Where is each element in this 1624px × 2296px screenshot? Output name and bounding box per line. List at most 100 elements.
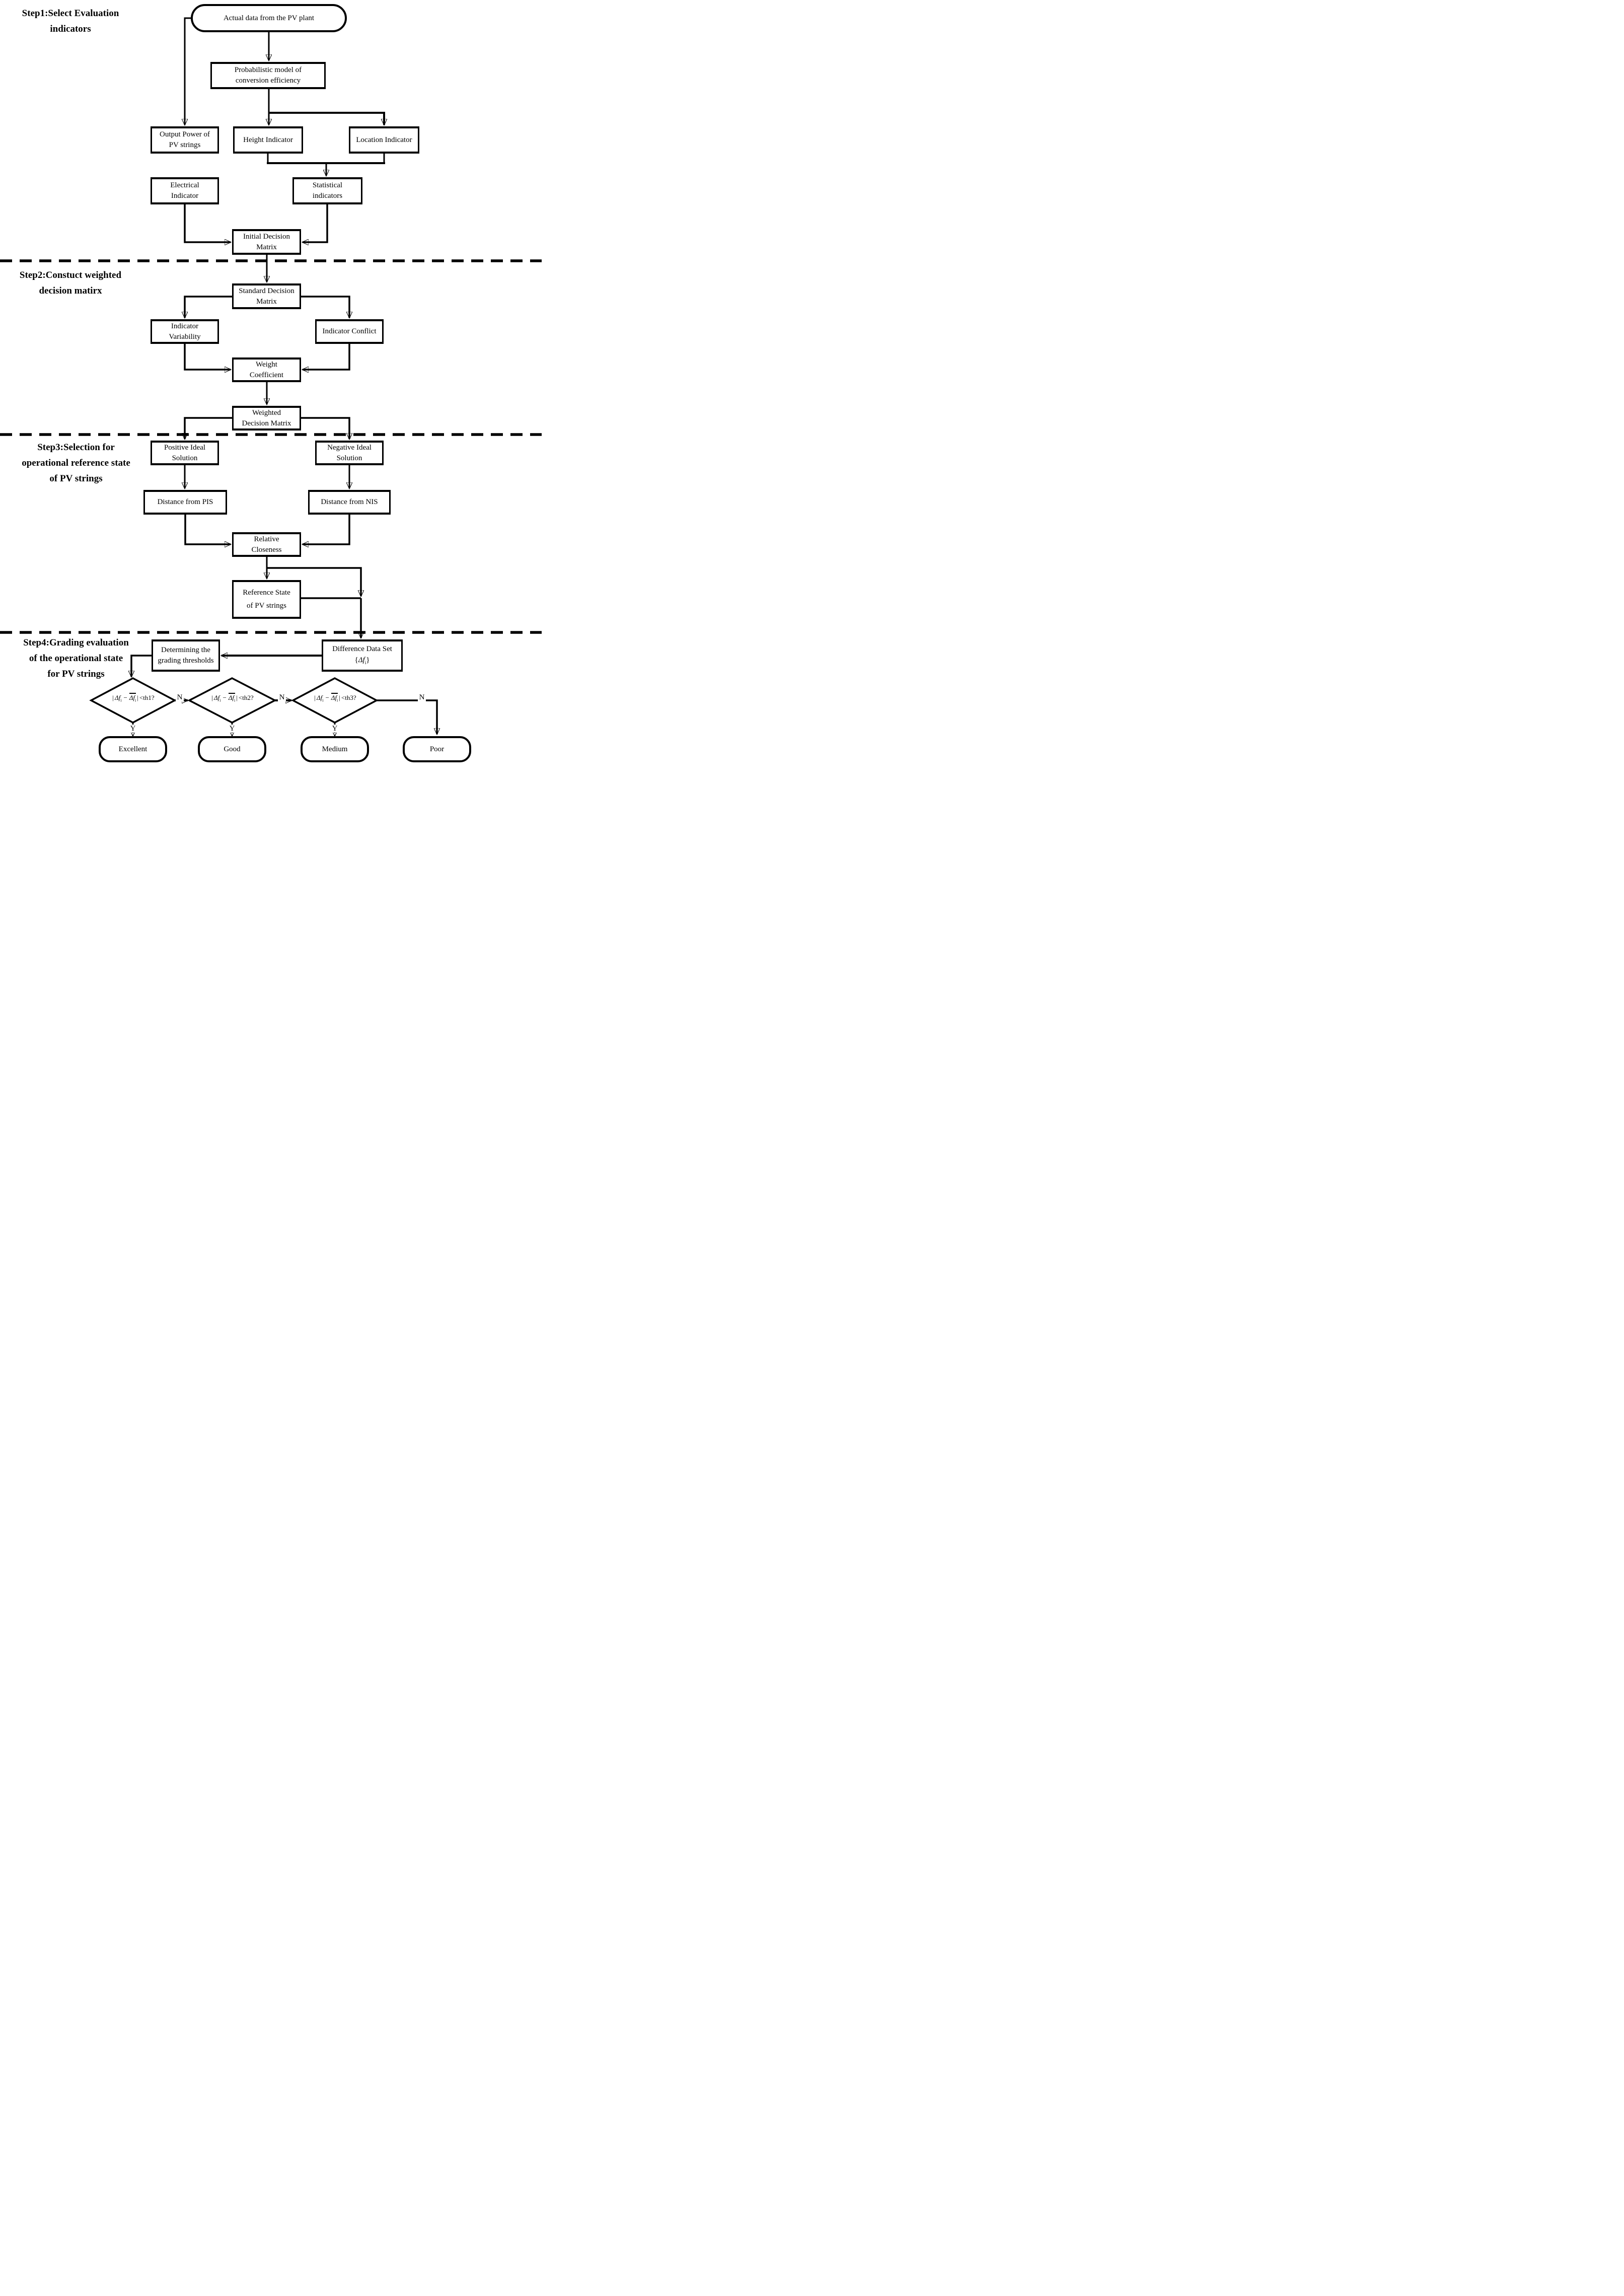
subscript-i: i bbox=[322, 698, 324, 703]
step2-label: Step2:Constuct weighted decision matirx bbox=[4, 268, 137, 299]
terminal-good: Good bbox=[198, 736, 266, 762]
connector-thresholds-to-decision1 bbox=[131, 655, 152, 677]
terminal-excellent: Excellent bbox=[99, 736, 167, 762]
subscript-i: i bbox=[219, 698, 221, 703]
node-label: Height Indicator bbox=[243, 135, 293, 144]
threshold-3: th3? bbox=[345, 694, 356, 701]
subscript-i: i bbox=[234, 698, 236, 703]
node-label: Relative bbox=[254, 535, 279, 543]
terminal-poor: Poor bbox=[403, 736, 471, 762]
node-probabilistic-model: Probabilistic model of conversion effici… bbox=[210, 62, 326, 89]
delta-f-mean: Δf bbox=[129, 694, 135, 701]
node-label: Output Power of bbox=[160, 130, 210, 139]
node-label: Weight bbox=[256, 360, 277, 369]
node-distance-from-pis: Distance from PIS bbox=[143, 490, 227, 515]
subscript-i: i bbox=[135, 698, 136, 703]
minus-sign: − bbox=[223, 694, 227, 701]
node-label: Weighted bbox=[252, 408, 281, 417]
node-label: Difference Data Set bbox=[332, 645, 392, 654]
step1-label-line1: Step1:Select Evaluation bbox=[22, 8, 119, 19]
node-label: PV strings bbox=[169, 141, 201, 149]
delta-f: Δf bbox=[114, 694, 121, 701]
node-label: grading thresholds bbox=[158, 657, 214, 665]
flowchart-canvas: Step1:Select Evaluation indicators Step2… bbox=[0, 0, 542, 765]
decision2-no-label: N bbox=[278, 693, 286, 701]
node-label: indicators bbox=[312, 192, 343, 200]
connector-variability-to-weight bbox=[184, 344, 231, 370]
node-positive-ideal-solution: Positive Ideal Solution bbox=[151, 441, 219, 465]
threshold-2: th2? bbox=[242, 694, 254, 701]
step4-label: Step4:Grading evaluation of the operatio… bbox=[0, 635, 152, 682]
terminal-label: Good bbox=[224, 745, 241, 753]
node-label: Negative Ideal bbox=[327, 443, 372, 452]
terminal-label: Medium bbox=[322, 745, 348, 753]
step3-label-line2: operational reference state bbox=[22, 457, 130, 468]
node-label: Reference State bbox=[243, 589, 290, 597]
node-negative-ideal-solution: Negative Ideal Solution bbox=[315, 441, 384, 465]
terminal-label: Excellent bbox=[118, 745, 147, 753]
node-relative-closeness: Relative Closeness bbox=[232, 532, 301, 557]
node-label: Electrical bbox=[170, 181, 199, 190]
delta-f-mean: Δf bbox=[331, 694, 337, 701]
node-label: of PV strings bbox=[247, 601, 286, 610]
step2-label-line1: Step2:Constuct weighted bbox=[19, 270, 122, 280]
connector-conflict-to-weight bbox=[303, 344, 350, 370]
flowchart-connectors bbox=[0, 17, 542, 765]
node-label: conversion efficiency bbox=[235, 77, 301, 85]
node-electrical-indicator: Electrical Indicator bbox=[151, 177, 219, 204]
node-label: Matrix bbox=[256, 243, 277, 251]
step2-label-line2: decision matirx bbox=[39, 285, 102, 296]
abs-bar: | bbox=[339, 694, 340, 701]
minus-sign: − bbox=[325, 694, 329, 701]
step4-label-line2: of the operational state bbox=[29, 653, 123, 664]
connector-probmodel-to-location bbox=[269, 112, 384, 125]
node-label: Indicator bbox=[171, 192, 199, 200]
node-actual-data-label: Actual data from the PV plant bbox=[223, 14, 315, 22]
node-weighted-decision-matrix: Weighted Decision Matrix bbox=[232, 406, 301, 430]
node-label: Variability bbox=[169, 332, 201, 341]
connector-weighted-to-nis bbox=[301, 417, 349, 439]
node-label: Determining the bbox=[161, 646, 210, 655]
brace-open: { bbox=[354, 656, 358, 664]
decision3-no-label: N bbox=[418, 693, 426, 701]
connector-closeness-branch-right bbox=[267, 567, 361, 596]
decision3-yes-label: Y bbox=[331, 725, 339, 733]
node-label: Standard Decision bbox=[239, 286, 294, 295]
node-output-power: Output Power of PV strings bbox=[151, 126, 219, 154]
node-grading-thresholds: Determining the grading thresholds bbox=[152, 639, 220, 672]
node-label: Probabilistic model of bbox=[234, 66, 302, 75]
step3-label-line3: of PV strings bbox=[49, 473, 103, 484]
step4-label-line1: Step4:Grading evaluation bbox=[23, 637, 129, 648]
decision1-formula: |Δfi−Δfi|<th1? bbox=[90, 693, 176, 703]
step3-label-line1: Step3:Selection for bbox=[37, 442, 115, 453]
node-standard-decision-matrix: Standard Decision Matrix bbox=[232, 283, 301, 309]
decision1-no-label: N bbox=[176, 693, 184, 701]
delta-f: Δf bbox=[358, 656, 365, 664]
connector-standard-to-variability bbox=[185, 296, 232, 318]
node-distance-from-nis: Distance from NIS bbox=[308, 490, 391, 515]
step4-label-line3: for PV strings bbox=[47, 668, 105, 679]
brace-close: } bbox=[366, 656, 370, 664]
node-difference-data-set: Difference Data Set {Δfi} bbox=[322, 639, 403, 672]
terminal-label: Poor bbox=[429, 745, 445, 753]
node-label: Solution bbox=[172, 454, 198, 462]
less-than: < bbox=[139, 694, 143, 701]
node-reference-state: Reference State of PV strings bbox=[232, 580, 301, 619]
step1-label-line2: indicators bbox=[50, 23, 91, 34]
connector-statistical-to-initial bbox=[303, 204, 328, 242]
node-label: Solution bbox=[336, 454, 362, 462]
node-label: Location Indicator bbox=[356, 135, 412, 144]
node-statistical-indicators: Statistical indicators bbox=[292, 177, 362, 204]
terminal-medium: Medium bbox=[301, 736, 369, 762]
node-weight-coefficient: Weight Coefficient bbox=[232, 357, 301, 382]
decision3-formula: |Δfi−Δfi|<th3? bbox=[292, 693, 378, 703]
abs-bar: | bbox=[137, 694, 138, 701]
delta-f: Δf bbox=[213, 694, 220, 701]
decision2-yes-label: Y bbox=[228, 725, 236, 733]
step1-label: Step1:Select Evaluation indicators bbox=[4, 6, 137, 37]
difference-set-formula: {Δfi} bbox=[355, 655, 370, 667]
node-label: Indicator Conflict bbox=[322, 327, 377, 336]
node-label: Matrix bbox=[256, 297, 277, 306]
connector-distpis-to-closeness bbox=[184, 515, 231, 544]
abs-bar: | bbox=[112, 694, 114, 701]
